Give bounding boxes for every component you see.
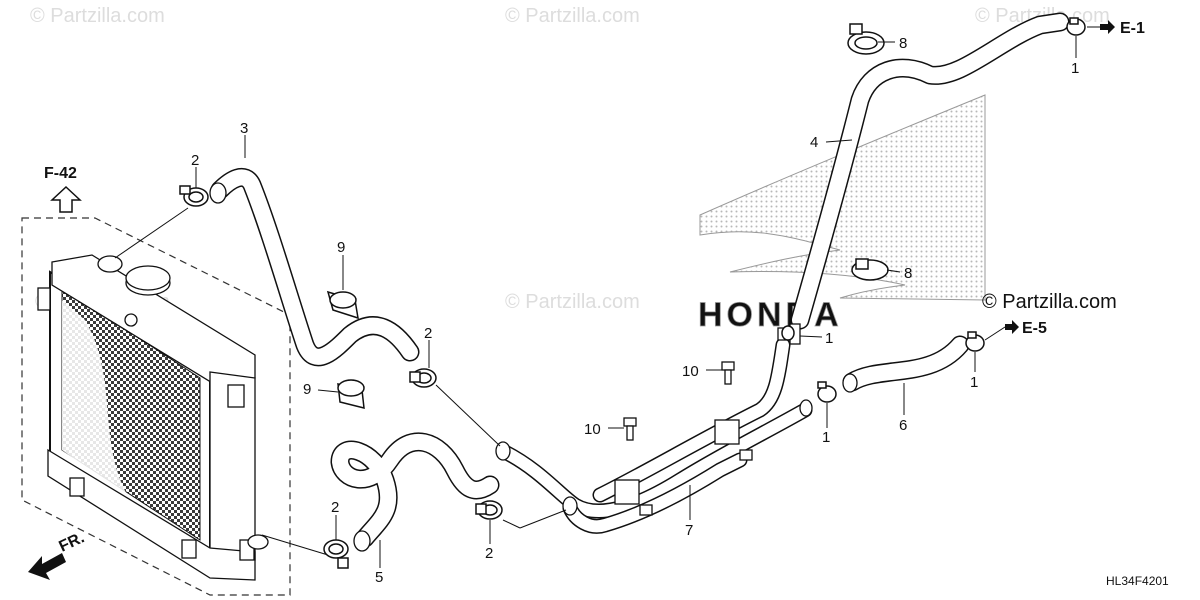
callout-3: 3	[240, 120, 248, 137]
honda-logo-text: HONDA	[698, 296, 843, 334]
watermark-main: © Partzilla.com	[982, 291, 1117, 313]
ref-e1: E-1	[1120, 20, 1145, 37]
clamp-9-lower	[337, 379, 365, 409]
radiator	[37, 254, 269, 581]
callout-2-lower-center: 2	[485, 545, 493, 562]
callout-7: 7	[685, 522, 693, 539]
clamp-2-lower-left	[323, 539, 349, 569]
callout-leaders	[195, 26, 1100, 568]
ref-f42: F-42	[44, 165, 77, 182]
clamp-2-top	[179, 185, 209, 207]
watermark-top-left: © Partzilla.com	[30, 5, 165, 27]
bolt-10-lower	[623, 417, 637, 441]
clamp-1-center	[781, 325, 795, 341]
ref-front: FR.	[57, 529, 88, 555]
hose-6	[842, 335, 970, 393]
callout-1-center: 1	[825, 330, 833, 347]
bolt-10-upper	[721, 361, 735, 385]
callout-10-lower: 10	[584, 421, 601, 438]
clamp-8-upper	[847, 23, 885, 55]
hose-4	[790, 12, 1070, 330]
figure-code: HL34F4201	[1106, 574, 1169, 588]
watermark-top-center: © Partzilla.com	[505, 5, 640, 27]
leader-radiator-lower	[261, 534, 329, 556]
callout-6: 6	[899, 417, 907, 434]
clamp-9-upper	[326, 290, 359, 320]
callout-9-lower: 9	[303, 381, 311, 398]
callout-4: 4	[810, 134, 818, 151]
leader-radiator-upper	[114, 207, 189, 259]
arrow-right-icon-e1	[1100, 20, 1115, 34]
watermark-center: © Partzilla.com	[505, 291, 640, 313]
front-arrow-icon	[28, 553, 66, 580]
callout-1-lower: 1	[822, 429, 830, 446]
clamp-1-right	[965, 331, 985, 352]
honda-wing-logo: HONDA	[698, 94, 986, 334]
hose-3	[209, 167, 420, 367]
arrow-up-icon	[50, 185, 82, 213]
callout-2-lower-left: 2	[331, 499, 339, 516]
pipe-7	[495, 337, 813, 534]
callout-10-upper: 10	[682, 363, 699, 380]
callout-1-top-right: 1	[1071, 60, 1079, 77]
callout-2-middle: 2	[424, 325, 432, 342]
callout-5: 5	[375, 569, 383, 586]
clamp-2-lower-center	[475, 500, 503, 520]
clamp-8-lower	[851, 258, 889, 281]
clamp-1-top-right	[1066, 17, 1086, 36]
clamp-2-middle	[409, 368, 437, 388]
callout-2-top: 2	[191, 152, 199, 169]
ref-e5: E-5	[1022, 320, 1047, 337]
callout-1-right: 1	[970, 374, 978, 391]
hose-5	[330, 432, 500, 552]
callout-8-upper: 8	[899, 35, 907, 52]
clamp-1-lower	[817, 381, 837, 403]
arrow-right-icon-e5	[1005, 320, 1019, 334]
radiator-assembly-boundary	[21, 217, 291, 596]
callout-9-upper: 9	[337, 239, 345, 256]
callout-8-lower: 8	[904, 265, 912, 282]
